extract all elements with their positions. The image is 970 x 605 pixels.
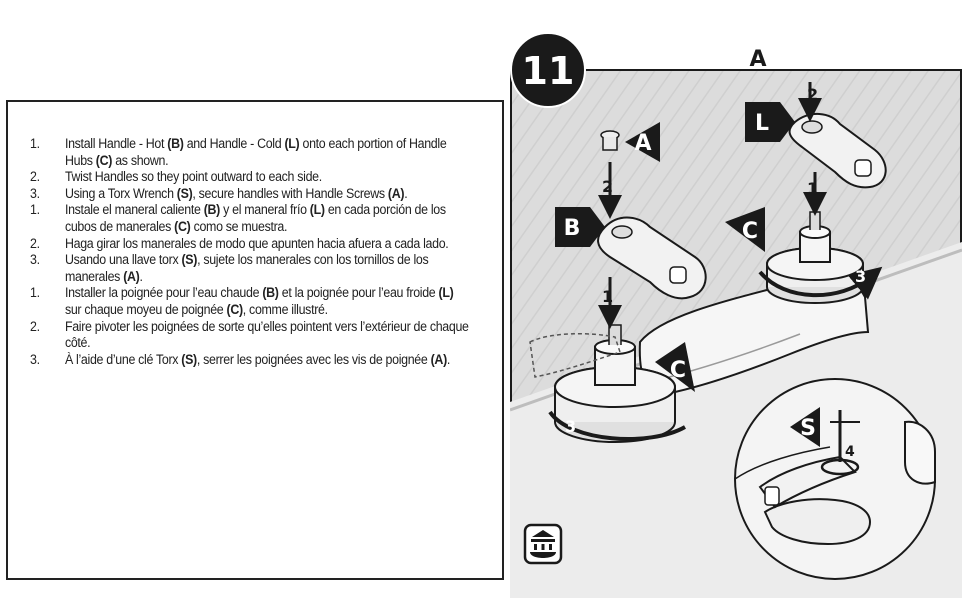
callout-b (555, 207, 605, 247)
instruction-step: 1. Installer la poignée pour l’eau chaude… (30, 285, 472, 318)
rotation-num-3-right: 3 (855, 267, 866, 286)
instruction-step: 3. Usando una llave torx (S), sujete los … (30, 252, 472, 285)
step-text: Using a Torx Wrench (S), secure handles … (64, 185, 408, 201)
step-text: Faire pivoter les poignées de sorte qu’e… (64, 318, 469, 351)
instruction-step: 3. Using a Torx Wrench (S), secure handle… (30, 186, 472, 203)
label-b: B (564, 216, 581, 241)
part-reference: (B) (262, 285, 279, 301)
step-text: Usando una llave torx (S), sujete los ma… (64, 252, 429, 284)
label-c-left: C (670, 358, 686, 383)
step-number: 2. (30, 169, 40, 185)
part-reference: (B) (167, 136, 184, 151)
step-text: Instale el maneral caliente (B) y el man… (64, 202, 446, 234)
rotation-num-4-detail: 4 (845, 444, 855, 460)
label-a-right: A (749, 47, 766, 72)
step-text: À l’aide d’une clé Torx (S), serrer les … (64, 351, 451, 367)
callout-c-left (655, 342, 695, 392)
arrow-num-2-right: 2 (807, 85, 818, 104)
part-reference: (C) (95, 152, 113, 168)
part-reference: (C) (174, 218, 191, 234)
instruction-step: 1. Instale el maneral caliente (B) y el m… (30, 202, 472, 235)
under-sink-access-icon (523, 523, 563, 565)
label-s: S (800, 416, 816, 441)
part-reference: (L) (438, 285, 454, 301)
step-text: Twist Handles so they point outward to e… (64, 169, 322, 185)
step-number: 2. (30, 235, 40, 251)
arrow-num-2-left: 2 (602, 177, 613, 196)
step-badge (510, 32, 586, 108)
part-reference: (A) (123, 268, 140, 284)
label-c-right: C (742, 219, 758, 244)
instruction-step: 3. À l’aide d’une clé Torx (S), serrer le… (30, 352, 472, 369)
part-reference: (A) (387, 185, 405, 201)
screw-right (806, 32, 824, 34)
part-reference: (S) (181, 351, 197, 367)
instruction-step: 2. Haga girar los manerales de modo que a… (30, 236, 472, 253)
callout-c-right (725, 207, 765, 252)
step-number: 2. (30, 318, 40, 334)
instruction-step: 2. Faire pivoter les poignées de sorte qu… (30, 319, 472, 352)
instructions-panel: 1. Install Handle - Hot (B) and Handle - … (6, 100, 504, 580)
part-reference: (A) (430, 351, 448, 367)
step-text: Install Handle - Hot (B) and Handle - Co… (64, 136, 447, 168)
part-reference: (C) (226, 301, 244, 317)
instruction-list: 1. Install Handle - Hot (B) and Handle - … (30, 136, 470, 368)
step-number: 1. (30, 202, 40, 218)
part-reference: (L) (309, 202, 325, 218)
step-number: 1. (30, 285, 40, 301)
assembly-illustration: 11 A A B L C C S 2 1 2 1 3 3 4 (510, 32, 967, 598)
step-number: 1. (30, 136, 40, 151)
callout-l (745, 102, 795, 142)
part-reference: (B) (203, 202, 221, 218)
rotation-num-3-left: 3 (565, 417, 576, 436)
arrow-num-1-right: 1 (807, 179, 818, 198)
label-l: L (755, 111, 769, 136)
part-reference: (S) (176, 185, 193, 201)
part-reference: (L) (284, 136, 300, 151)
step-text: Installer la poignée pour l’eau chaude (… (64, 285, 454, 317)
step-number: 3. (30, 252, 40, 268)
label-a-left: A (634, 131, 651, 156)
step-text: Haga girar los manerales de modo que apu… (64, 235, 449, 251)
instruction-step: 2. Twist Handles so they point outward to… (30, 169, 472, 186)
callout-a-left (625, 122, 660, 162)
arrow-num-1-left: 1 (602, 287, 613, 306)
step-number: 3. (30, 185, 40, 201)
instruction-step: 1. Install Handle - Hot (B) and Handle - … (30, 136, 472, 169)
step-number: 11 (522, 49, 575, 93)
step-number: 3. (30, 351, 40, 367)
part-reference: (S) (181, 252, 198, 268)
screw-left (600, 130, 620, 151)
